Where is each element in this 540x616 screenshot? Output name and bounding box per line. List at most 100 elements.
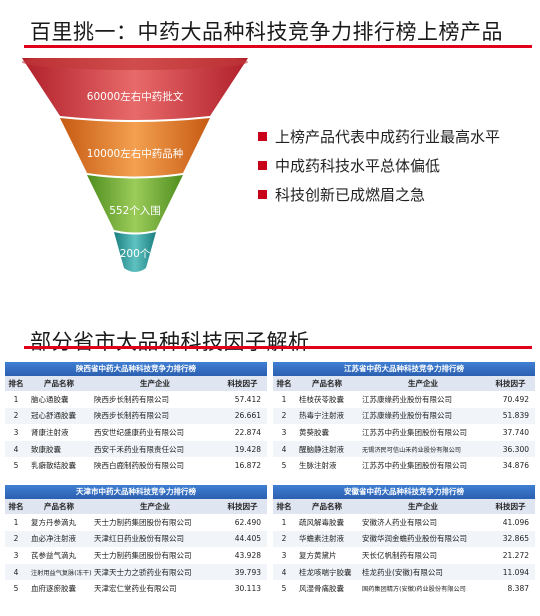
factor-cell: 62.490 [234,517,261,527]
company-cell: 天津天士力之骄药业有限公司 [92,563,217,581]
funnel-label-2: 10000左右中药品种 [87,147,183,160]
rank-cell: 3 [281,550,287,560]
col-rank-header: 排名 [273,499,295,514]
table-title: 江苏省中药大品种科技竞争力排行榜 [273,362,535,376]
title-underline [24,45,532,48]
rank-cell: 5 [13,461,19,471]
section-underline [24,346,532,349]
rank-cell: 4 [273,563,295,581]
product-cell: 血必净注射液 [27,530,92,548]
product-cell: 生脉注射液 [299,461,337,471]
bullet-item: 科技创新已成燃眉之急 [258,180,500,209]
table-title: 安徽省中药大品种科技竞争力排行榜 [273,485,535,499]
factor-cell: 30.113 [234,584,261,594]
company-cell: 安徽华润金蟾药业股份有限公司 [360,530,485,548]
product-cell: 桂龙咳喘宁胶囊 [295,563,360,581]
bullet-item: 中成药科技水平总体偏低 [258,151,500,180]
ranking-table: 排名 产品名称 生产企业 科技因子 1 复方丹参滴丸 天士力制药集团股份有限公司 62… [5,499,267,597]
col-rank-header: 排名 [273,376,295,391]
factor-cell: 51.839 [485,407,535,425]
funnel-label-4: 200个 [120,248,151,260]
col-company-header: 生产企业 [92,376,217,391]
table-header-row: 排名 产品名称 生产企业 科技因子 [273,499,535,514]
section-title: 部分省市大品种科技因子解析 [30,330,310,354]
product-cell: 复方丹参滴丸 [31,517,76,527]
factor-cell: 32.865 [485,530,535,548]
factor-cell: 21.272 [502,550,529,560]
rank-cell: 1 [13,394,19,404]
col-product-header: 产品名称 [295,499,360,514]
col-rank-header: 排名 [5,376,27,391]
factor-cell: 26.661 [217,407,267,425]
table-header-row: 排名 产品名称 生产企业 科技因子 [5,499,267,514]
product-cell: 醒脑静注射液 [295,440,360,458]
col-company-header: 生产企业 [92,499,217,514]
col-rank-header: 排名 [5,499,27,514]
company-cell: 无锡济民可信山禾药业股份有限公司 [360,440,485,458]
product-cell: 注射用益气复脉(冻干) [27,563,92,581]
col-company-header: 生产企业 [360,376,485,391]
factor-cell: 41.096 [502,517,529,527]
company-cell: 天士力制药集团股份有限公司 [94,517,192,527]
product-cell: 芪参益气滴丸 [31,550,76,560]
product-cell: 肾康注射液 [31,427,69,437]
table-title: 天津市中药大品种科技竞争力排行榜 [5,485,267,499]
company-cell: 陕西白鹿制药股份有限公司 [94,461,184,471]
factor-cell: 39.793 [217,563,267,581]
factor-cell: 44.405 [217,530,267,548]
funnel-label-1: 60000左右中药批文 [87,90,184,103]
table-row: 5 乳癖散结胶囊 陕西白鹿制药股份有限公司 16.872 [5,457,267,474]
col-factor-header: 科技因子 [485,499,535,514]
funnel-diagram: 60000左右中药批文 10000左右中药品种 552个入围 200个 [22,58,248,272]
factor-cell: 36.300 [485,440,535,458]
factor-cell: 16.872 [234,461,261,471]
factor-cell: 22.874 [234,427,261,437]
funnel-level-2 [60,118,210,177]
table-header-row: 排名 产品名称 生产企业 科技因子 [5,376,267,391]
product-cell: 热毒宁注射液 [295,407,360,425]
funnel-level-4 [114,232,156,272]
company-cell: 江苏康缘药业股份有限公司 [360,407,485,425]
ranking-table-tianjin: 天津市中药大品种科技竞争力排行榜 排名 产品名称 生产企业 科技因子 1 复方丹参… [5,485,267,597]
bullet-square-icon [258,161,267,170]
col-factor-header: 科技因子 [217,376,267,391]
factor-cell: 37.740 [502,427,529,437]
company-cell: 天津宏仁堂药业有限公司 [94,584,177,594]
factor-cell: 11.094 [485,563,535,581]
rank-cell: 3 [281,427,287,437]
product-cell: 脑心通胶囊 [31,394,69,404]
col-factor-header: 科技因子 [217,499,267,514]
funnel-rim [22,58,248,70]
rank-cell: 2 [5,407,27,425]
rank-cell: 1 [13,517,19,527]
bullet-list: 上榜产品代表中成药行业最高水平 中成药科技水平总体偏低 科技创新已成燃眉之急 [258,122,500,209]
factor-cell: 34.876 [502,461,529,471]
company-cell: 江苏苏中药业集团股份有限公司 [362,461,467,471]
table-header-row: 排名 产品名称 生产企业 科技因子 [273,376,535,391]
bullet-text: 科技创新已成燃眉之急 [275,186,426,204]
product-cell: 冠心舒通胶囊 [27,407,92,425]
table-row: 1 复方丹参滴丸 天士力制药集团股份有限公司 62.490 [5,514,267,531]
rank-cell: 4 [5,563,27,581]
company-cell: 天津红日药业股份有限公司 [92,530,217,548]
rank-cell: 4 [5,440,27,458]
col-product-header: 产品名称 [27,376,92,391]
funnel-level-1 [22,58,248,120]
company-cell: 西安世纪盛康药业有限公司 [94,427,184,437]
rank-cell: 1 [281,394,287,404]
product-cell: 乳癖散结胶囊 [31,461,76,471]
company-cell: 陕西步长制药有限公司 [94,394,169,404]
